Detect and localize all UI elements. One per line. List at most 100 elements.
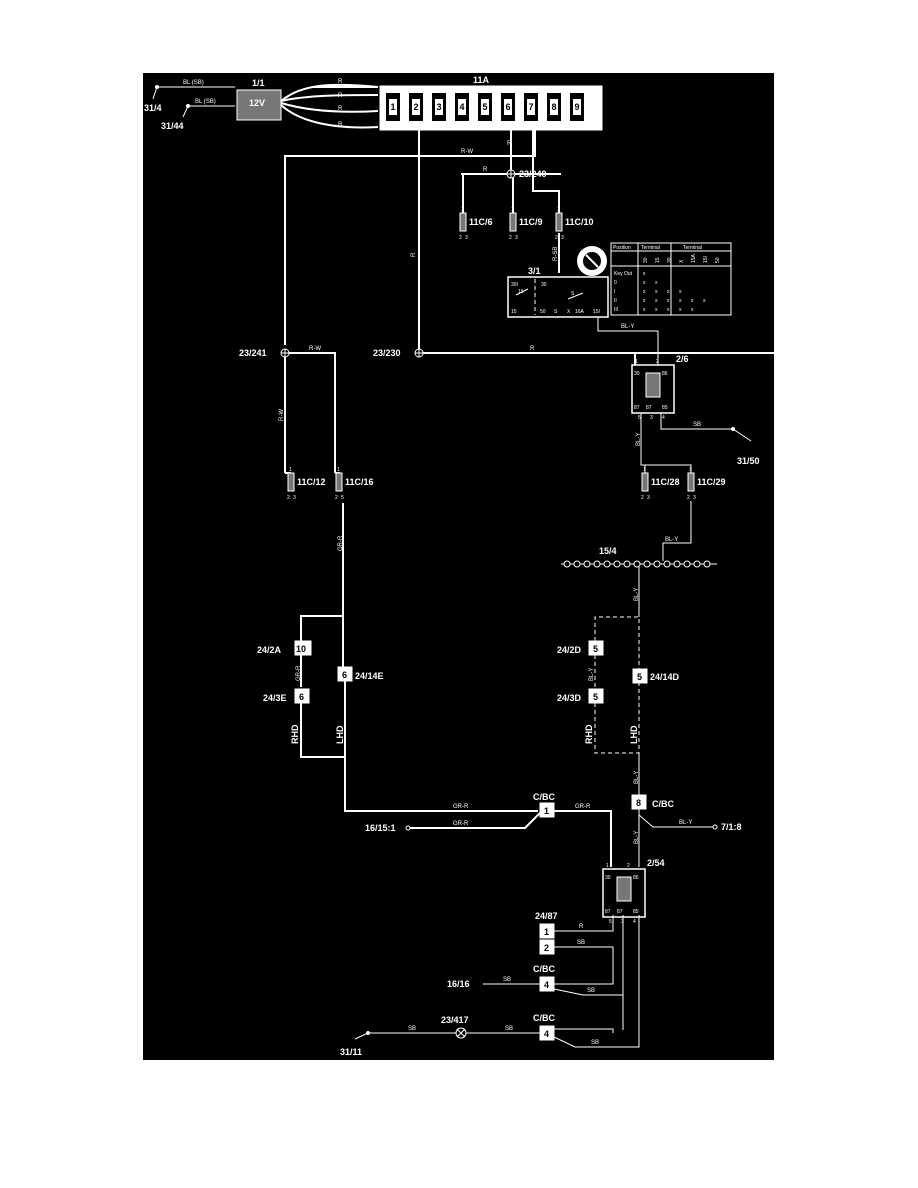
bus-pin bbox=[673, 560, 681, 568]
relay-coil bbox=[616, 876, 632, 902]
connector-id: 24/3E bbox=[263, 693, 287, 703]
wire-label: BL-Y bbox=[636, 433, 642, 446]
terminal-label: 50 bbox=[540, 309, 546, 315]
connector-id: C/BC bbox=[652, 799, 674, 809]
terminal-label: 30I bbox=[511, 282, 518, 288]
wire-label: GR-R bbox=[453, 804, 469, 810]
wire-label: R bbox=[338, 93, 343, 99]
wire-r-24-87 bbox=[554, 915, 614, 932]
fuse-pin: 3 bbox=[693, 495, 696, 501]
table-mark: x bbox=[655, 280, 658, 286]
bus-pin bbox=[683, 560, 691, 568]
wire-label: BL-Y bbox=[634, 588, 640, 601]
wire-label: BL-Y bbox=[665, 537, 678, 543]
fuse-body bbox=[641, 472, 649, 492]
connector-pin: 8 bbox=[636, 798, 641, 808]
connector-id: C/BC bbox=[533, 792, 555, 802]
fuse-label: 11C/9 bbox=[519, 217, 543, 227]
relay-pin-number: 5 bbox=[609, 919, 612, 925]
relay-pin-number: 5 bbox=[638, 415, 641, 421]
connector-pin: 6 bbox=[299, 692, 304, 702]
connector-id: C/BC bbox=[533, 1013, 555, 1023]
bus-pin bbox=[643, 560, 651, 568]
table-mark: x bbox=[691, 307, 694, 313]
relay-pin-number: 3 bbox=[650, 415, 653, 421]
table-row-position: I bbox=[614, 289, 615, 295]
fuse-pin: 1 bbox=[511, 207, 514, 213]
ground-label: 31/50 bbox=[737, 456, 760, 466]
wire-label: R-W bbox=[279, 409, 285, 421]
fuse-number: 2 bbox=[414, 102, 419, 112]
wire-sb bbox=[553, 915, 640, 1048]
wire-label: BL-Y bbox=[634, 771, 640, 784]
table-subheader: 15A bbox=[691, 253, 697, 263]
wiring-diagram: 31/4 BL (SB) 31/44 BL (SB) 1/1 12V R R R… bbox=[143, 73, 774, 1060]
bus-pin bbox=[663, 560, 671, 568]
wire-r-w-right bbox=[289, 352, 336, 473]
connector-pin: 4 bbox=[544, 980, 549, 990]
connector-15-4: 15/4 bbox=[561, 546, 717, 568]
relay-pin-number: 2 bbox=[627, 863, 630, 869]
fuse-pin: 3 bbox=[561, 235, 564, 241]
connector-id: 15/4 bbox=[599, 546, 617, 556]
cbc-connector-8: 8 C/BC bbox=[631, 794, 674, 810]
relay-pin-number: 4 bbox=[633, 919, 636, 925]
bus-pin bbox=[583, 560, 591, 568]
wire-label: R bbox=[338, 106, 343, 112]
connector-id: 24/3D bbox=[557, 693, 582, 703]
table-mark: x bbox=[643, 289, 646, 295]
fuse-element bbox=[412, 99, 420, 115]
relay-pin: 85 bbox=[662, 405, 668, 411]
relay-body bbox=[602, 868, 646, 918]
fuse-element bbox=[389, 99, 397, 115]
table-mark: x bbox=[655, 289, 658, 295]
terminal-label: X bbox=[567, 309, 571, 315]
variant-label: RHD bbox=[290, 724, 300, 744]
dash-wire bbox=[594, 616, 640, 669]
battery: 1/1 12V bbox=[236, 78, 282, 121]
fuse-pin: 2 bbox=[287, 495, 290, 501]
bus-pin bbox=[593, 560, 601, 568]
connector-pin: 1 bbox=[544, 927, 549, 937]
fuse-number: 4 bbox=[460, 102, 465, 112]
bus-pin bbox=[693, 560, 701, 568]
connector-id: C/BC bbox=[533, 964, 555, 974]
bus-pin bbox=[653, 560, 661, 568]
table-header: Position bbox=[613, 245, 631, 251]
wiring-diagram-svg: 31/4 BL (SB) 31/44 BL (SB) 1/1 12V R R R… bbox=[144, 75, 774, 1057]
variant-label: LHD bbox=[335, 725, 345, 744]
relay-pin: 87 bbox=[634, 405, 640, 411]
wire-label: SB bbox=[503, 977, 511, 983]
fuse-body bbox=[335, 472, 343, 492]
wire-label: SB bbox=[577, 940, 585, 946]
ignition-switch-id: 3/1 bbox=[528, 266, 541, 276]
fuse-pin: 2 bbox=[555, 235, 558, 241]
wire-label: R bbox=[338, 122, 343, 128]
wire-bl-y-15-4 bbox=[662, 501, 692, 561]
wire-label: SB bbox=[693, 422, 701, 428]
cbc-connector-4a: C/BC 4 bbox=[533, 964, 555, 992]
wire-label: SB bbox=[408, 1026, 416, 1032]
fuse-label: 11C/10 bbox=[565, 217, 594, 227]
connector-pin: 5 bbox=[637, 672, 642, 682]
wire-label: BL-Y bbox=[621, 324, 634, 330]
ref-label: 7/1:8 bbox=[721, 822, 742, 832]
fuse-number: 9 bbox=[575, 102, 580, 112]
fuse-body bbox=[287, 472, 295, 492]
fuse-pin: 2 bbox=[459, 235, 462, 241]
variant-label: RHD bbox=[584, 724, 594, 744]
table-header: Terminal bbox=[641, 245, 660, 251]
bus-pin bbox=[573, 560, 581, 568]
relay-pin: 87 bbox=[617, 909, 623, 915]
relay-coil bbox=[645, 372, 661, 398]
table-mark: x bbox=[667, 298, 670, 304]
wire-bl-y-switch bbox=[597, 317, 659, 365]
connector-24-14d: 5 24/14D bbox=[632, 668, 680, 684]
wire-label: R-W bbox=[309, 346, 321, 352]
table-mark: x bbox=[691, 298, 694, 304]
relay-pin-number: 1 bbox=[606, 863, 609, 869]
